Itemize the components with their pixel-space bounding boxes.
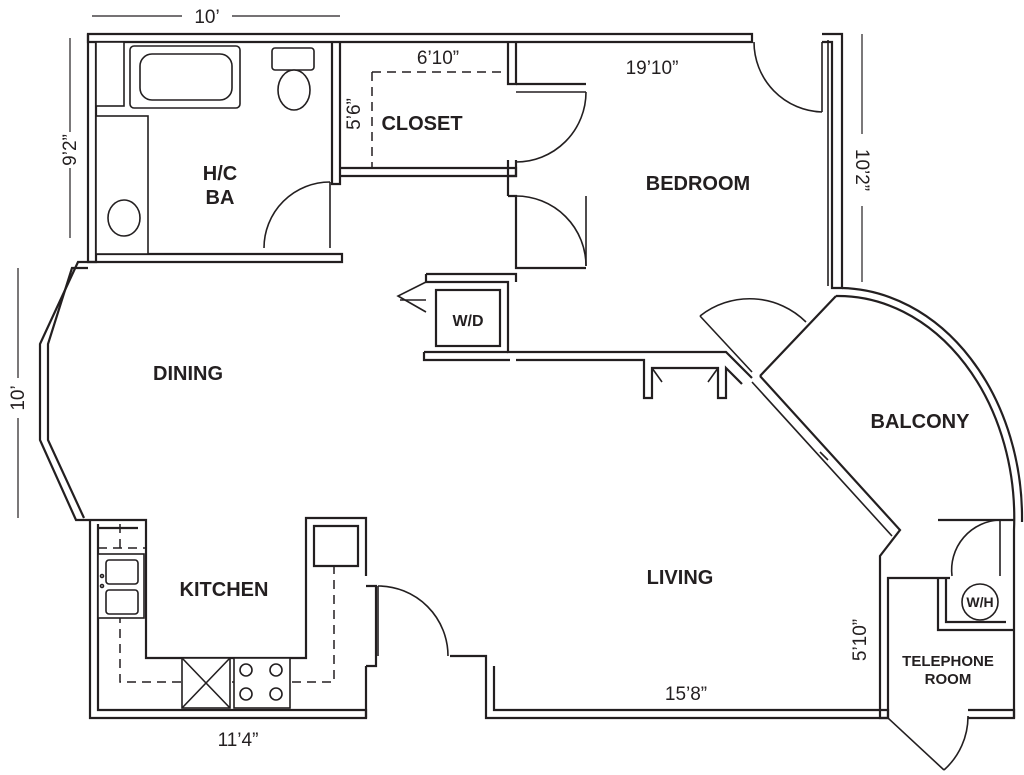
washer-dryer-label: W/D — [452, 313, 483, 330]
closet-width-dimension: 6’10” — [417, 48, 459, 69]
balcony-label: BALCONY — [871, 411, 971, 433]
dimension-lines — [17, 15, 863, 518]
sink — [107, 199, 141, 237]
bedroom-width-dimension: 19’10” — [626, 58, 679, 79]
kitchen-fixtures — [97, 524, 335, 709]
bath-height-dimension: 9’2” — [60, 134, 81, 166]
bath-label-line2: BA — [206, 187, 235, 209]
living-label: LIVING — [647, 567, 714, 589]
kitchen-width-dimension: 11’4” — [218, 730, 259, 751]
toilet-bowl — [277, 69, 311, 111]
telephone-height-dimension: 5’10” — [850, 619, 871, 661]
bath-label-line1: H/C — [203, 163, 237, 185]
dimension-labels: 10’ 9’2” 6’10” 5’6” 19’10” 10’2” 10’ 11’… — [8, 7, 872, 751]
telephone-room-label-line1: TELEPHONE — [902, 653, 994, 670]
closet-rod — [371, 71, 504, 168]
bath-cabinet — [95, 41, 125, 107]
water-heater — [961, 583, 999, 621]
closet-height-dimension: 5’6” — [344, 98, 365, 130]
bath-fixtures — [95, 41, 315, 255]
top-width-dimension: 10’ — [194, 7, 219, 28]
telephone-room-label-line2: ROOM — [925, 671, 972, 688]
bedroom-label: BEDROOM — [646, 173, 750, 195]
kitchen-label: KITCHEN — [180, 579, 269, 601]
bedroom-height-dimension: 10’2” — [851, 149, 872, 191]
door-swings — [263, 41, 1001, 771]
closet-label: CLOSET — [381, 113, 462, 135]
room-labels: H/C BA CLOSET BEDROOM DINING W/D BALCONY… — [153, 113, 994, 688]
toilet-tank — [271, 47, 315, 71]
living-width-dimension: 15’8” — [665, 684, 707, 705]
interior-walls — [90, 42, 1014, 668]
water-heater-label: W/H — [966, 594, 993, 610]
dining-label: DINING — [153, 363, 223, 385]
dining-height-dimension: 10’ — [8, 385, 29, 410]
